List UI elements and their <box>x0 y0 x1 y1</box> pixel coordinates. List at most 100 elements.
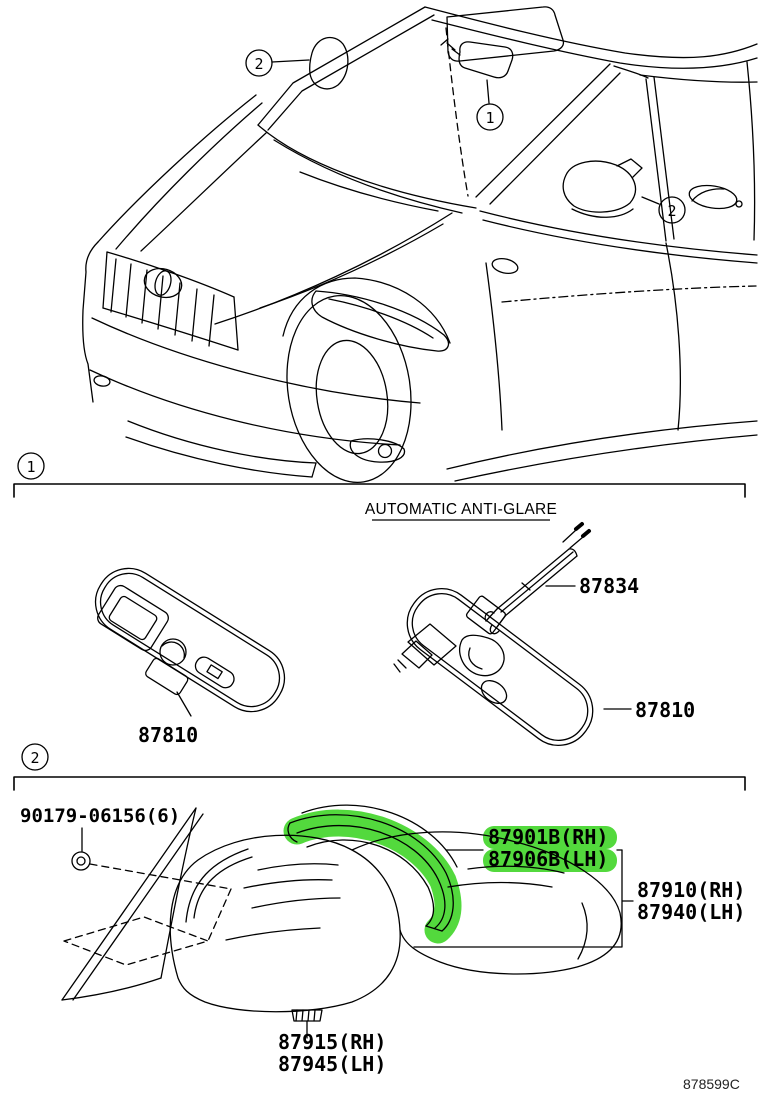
mount-bracket <box>97 584 169 652</box>
callout-2-door-number[interactable]: 2 <box>667 202 676 220</box>
screw-alignment-line <box>89 863 232 890</box>
door-mirror-mount <box>616 158 643 178</box>
beltline <box>479 210 758 256</box>
callout-2-front-leader <box>271 59 310 63</box>
inner-mirror-left-drawing <box>94 567 286 717</box>
screw-head <box>71 851 91 871</box>
door-shut-front <box>485 262 503 431</box>
toggle-tab <box>145 657 189 696</box>
door-character-line <box>501 285 757 303</box>
section-1-marker: 1 <box>26 458 35 476</box>
intake-end <box>311 462 317 478</box>
inner-mirror-silhouette <box>458 41 514 79</box>
door-mirror-under <box>571 208 634 218</box>
door-shut-rear <box>665 242 681 431</box>
wheel-arch <box>282 277 451 344</box>
section-2-marker: 2 <box>30 749 39 767</box>
hood-edge-2 <box>259 223 444 309</box>
section-2-divider: 2 <box>13 743 746 791</box>
a-pillar-near <box>475 63 611 198</box>
side-marker <box>491 257 519 275</box>
a-pillar-hidden-edge <box>445 27 469 197</box>
callout-inner-mirror[interactable]: 1 <box>476 103 504 131</box>
roof-line <box>424 6 758 59</box>
hood-crease <box>140 132 267 252</box>
part-label-87810-left[interactable]: 87810 <box>138 723 198 747</box>
beltline-2 <box>482 219 758 264</box>
mirror-glass <box>169 834 401 1013</box>
part-label-87910[interactable]: 87910(RH) <box>637 878 745 902</box>
nose-edge <box>82 241 99 403</box>
fender-shoulder <box>97 94 257 243</box>
wedge-mount <box>407 623 457 666</box>
glass-mount-tab <box>291 1009 323 1022</box>
callout-1-number[interactable]: 1 <box>485 109 494 127</box>
callout-2-door-leader <box>641 196 660 205</box>
rocker-line-2 <box>454 434 758 482</box>
sunroof <box>446 6 565 62</box>
wiper-line <box>299 171 439 212</box>
leader-87810-left <box>176 691 192 717</box>
brand-emblem-inner <box>154 270 172 296</box>
part-label-87834[interactable]: 87834 <box>579 574 639 598</box>
grille-right <box>233 296 239 351</box>
bumper-top <box>91 317 421 404</box>
callout-outer-mirror-door[interactable]: 2 <box>658 196 686 224</box>
part-label-87915[interactable]: 87915(RH) <box>278 1030 386 1054</box>
brand-emblem <box>143 267 183 299</box>
fender-shoulder-2 <box>115 102 263 250</box>
grille-left <box>102 251 108 309</box>
inner-mirror-section: AUTOMATIC ANTI-GLARE 87810 <box>94 501 695 747</box>
b-pillar-2 <box>653 76 675 240</box>
rear-window-edge <box>746 61 756 241</box>
front-tire <box>286 295 412 483</box>
rear-roof-line <box>639 74 758 83</box>
pivot-knob <box>159 638 187 666</box>
rocker-line <box>446 420 758 470</box>
highlight-cover-label-rh <box>483 826 617 849</box>
inner-mirror-stem <box>440 38 461 56</box>
headlamp-inner <box>328 298 434 339</box>
b-pillar <box>645 78 667 242</box>
door-lock <box>735 200 743 208</box>
figure-code: 878599C <box>683 1076 740 1092</box>
harness-loop <box>459 634 505 677</box>
a-pillar-far-inner <box>267 14 435 131</box>
part-label-87810-right[interactable]: 87810 <box>635 698 695 722</box>
section-1-bracket <box>13 483 746 498</box>
callout-2-front-number[interactable]: 2 <box>254 55 263 73</box>
callout-1-leader <box>486 79 490 104</box>
base-footprint <box>63 916 209 966</box>
door-mirror <box>562 160 637 213</box>
slider-detail <box>194 656 235 689</box>
cowl-line <box>257 124 477 209</box>
car-illustration: 1 2 2 <box>82 6 758 483</box>
a-pillar-near-inner <box>489 72 621 205</box>
assy-bracket <box>413 849 634 948</box>
anti-glare-heading: AUTOMATIC ANTI-GLARE <box>365 501 557 518</box>
part-label-87940[interactable]: 87940(LH) <box>637 900 745 924</box>
a-pillar-far <box>257 6 426 126</box>
bumper-mid <box>89 369 401 446</box>
mirror-cover-crescent <box>289 814 454 932</box>
callout-outer-mirror-front[interactable]: 2 <box>245 49 273 77</box>
section-2-marker-circle <box>21 743 49 771</box>
intake-top <box>127 420 317 464</box>
door-window-top <box>613 65 649 79</box>
mount-bracket-inner <box>108 595 158 641</box>
tow-cap <box>93 375 111 387</box>
connector-hole <box>480 680 508 704</box>
part-label-87945[interactable]: 87945(LH) <box>278 1052 386 1076</box>
mount-clip <box>465 595 507 635</box>
cowl-line-2 <box>273 139 463 214</box>
part-label-87906b[interactable]: 87906B(LH) <box>488 847 608 871</box>
front-rim <box>315 339 389 455</box>
grille-slats <box>110 258 215 347</box>
section-1-divider: 1 <box>13 452 746 498</box>
part-label-90179[interactable]: 90179-06156(6) <box>20 805 180 827</box>
part-label-87901b[interactable]: 87901B(RH) <box>488 825 608 849</box>
headlamp <box>311 290 450 352</box>
door-handle-inner <box>691 188 725 202</box>
